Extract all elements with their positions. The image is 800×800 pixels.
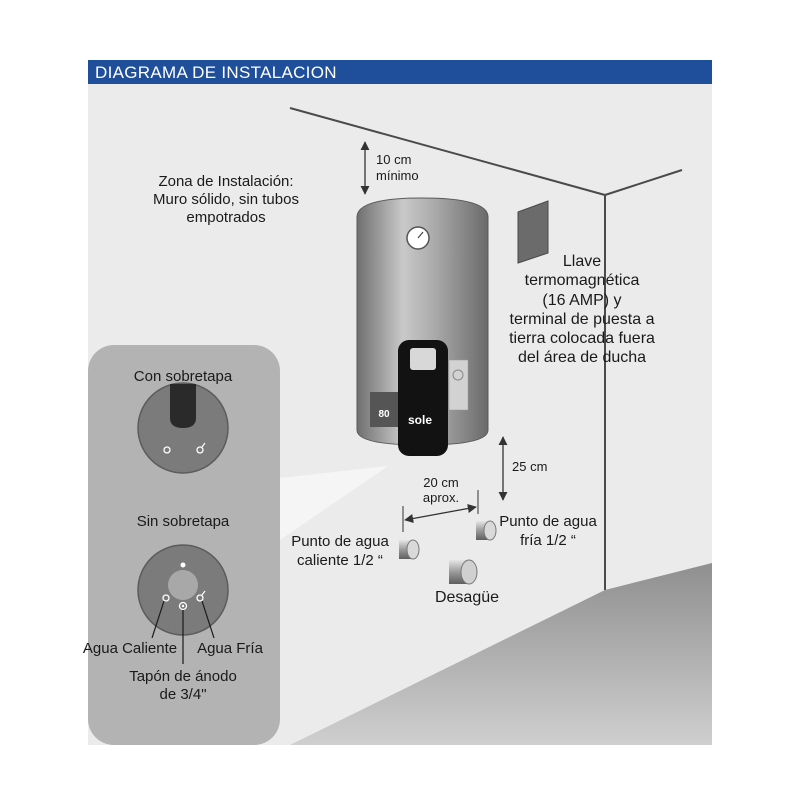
- horizontal-dimension-value: 20 cm: [423, 475, 458, 490]
- water-heater: 80 sole: [356, 197, 489, 456]
- cold-pipe-face: [483, 520, 497, 541]
- gauge-needle: [417, 231, 424, 239]
- breaker-text: Llave termomagnética (16 AMP) y terminal…: [509, 253, 655, 366]
- control-display: [410, 348, 436, 370]
- anode-plug-center: [181, 604, 185, 608]
- drain-pipe-face: [460, 559, 478, 585]
- ceiling-line-right: [604, 169, 683, 196]
- horizontal-dimension-arrow: [404, 503, 477, 524]
- sticker-logo-icon: [452, 369, 464, 381]
- with-cover-title: Con sobretapa: [134, 368, 233, 385]
- breaker-line: terminal de puesta a: [510, 311, 655, 328]
- hot-outlet-icon: [162, 594, 170, 602]
- cold-inlet-icon: [196, 446, 204, 454]
- leader-lines: [151, 600, 215, 664]
- control-panel: [398, 340, 448, 456]
- cold-point-label: Punto de agua: [499, 513, 597, 530]
- header-title: DIAGRAMA DE INSTALACION: [95, 63, 337, 82]
- vertical-dimension-label: 25 cm: [512, 459, 547, 474]
- capacity-label: 80: [378, 409, 390, 420]
- brand-logo: sole: [408, 413, 432, 427]
- breaker-line: del área de ducha: [518, 349, 646, 366]
- breaker-box: [517, 200, 549, 264]
- ceiling-gap-value: 10 cm: [376, 152, 411, 167]
- ceiling-gap-note: mínimo: [376, 168, 419, 183]
- header-bar: DIAGRAMA DE INSTALACION: [88, 60, 712, 84]
- anode-label: Tapón de ánodo: [129, 668, 237, 685]
- ceiling-line-left: [289, 107, 606, 196]
- cold-point-label: fría 1/2 “: [520, 532, 576, 549]
- drain-pipe: [449, 559, 478, 585]
- hot-water-label: Agua Caliente: [83, 640, 177, 657]
- capacity-label-plate: [370, 392, 398, 427]
- horizontal-dimension-note: aprox.: [423, 490, 459, 505]
- cover-tab: [170, 384, 196, 428]
- hot-pipe-face: [406, 539, 420, 560]
- cold-water-pipe: [476, 520, 497, 541]
- without-cover-title: Sin sobretapa: [137, 513, 230, 530]
- info-sticker: [448, 359, 469, 411]
- header-background: [88, 60, 712, 84]
- room-floor: [290, 563, 712, 745]
- pipe-labels: Punto de agua caliente 1/2 “ Punto de ag…: [291, 513, 597, 606]
- cold-water-label: Agua Fría: [197, 640, 264, 657]
- hot-water-pipe: [399, 539, 420, 560]
- callout-wedge: [280, 466, 388, 540]
- cold-inlet-icon: [196, 594, 204, 602]
- indicator-dot-icon: [180, 562, 186, 568]
- install-zone-line: Muro sólido, sin tubos: [153, 191, 299, 208]
- breaker-line: tierra colocada fuera: [509, 330, 655, 347]
- anode-plug-icon: [178, 601, 188, 611]
- detail-panel: Con sobretapa Sin sobretapa Agua Calient…: [83, 345, 280, 745]
- with-cover-view: [137, 382, 229, 474]
- install-zone-line: Zona de Instalación:: [158, 173, 293, 190]
- cold-inlet-mark: [201, 590, 206, 596]
- drain-label: Desagüe: [435, 589, 499, 606]
- install-zone-line: empotrados: [186, 209, 265, 226]
- breaker-line: Llave: [563, 253, 601, 270]
- hot-point-label: caliente 1/2 “: [297, 552, 383, 569]
- heating-element-flange: [168, 570, 198, 600]
- breaker-line: (16 AMP) y: [542, 292, 621, 309]
- hot-leader-line: [151, 600, 165, 639]
- anode-label: de 3/4": [159, 686, 206, 703]
- cold-leader-line: [201, 600, 215, 639]
- cold-inlet-mark: [201, 442, 206, 448]
- hot-point-label: Punto de agua: [291, 533, 389, 550]
- breaker-line: termomagnética: [525, 272, 640, 289]
- hot-outlet-icon: [163, 446, 171, 454]
- install-zone-text: Zona de Instalación: Muro sólido, sin tu…: [153, 173, 299, 226]
- room-edges: [289, 107, 683, 590]
